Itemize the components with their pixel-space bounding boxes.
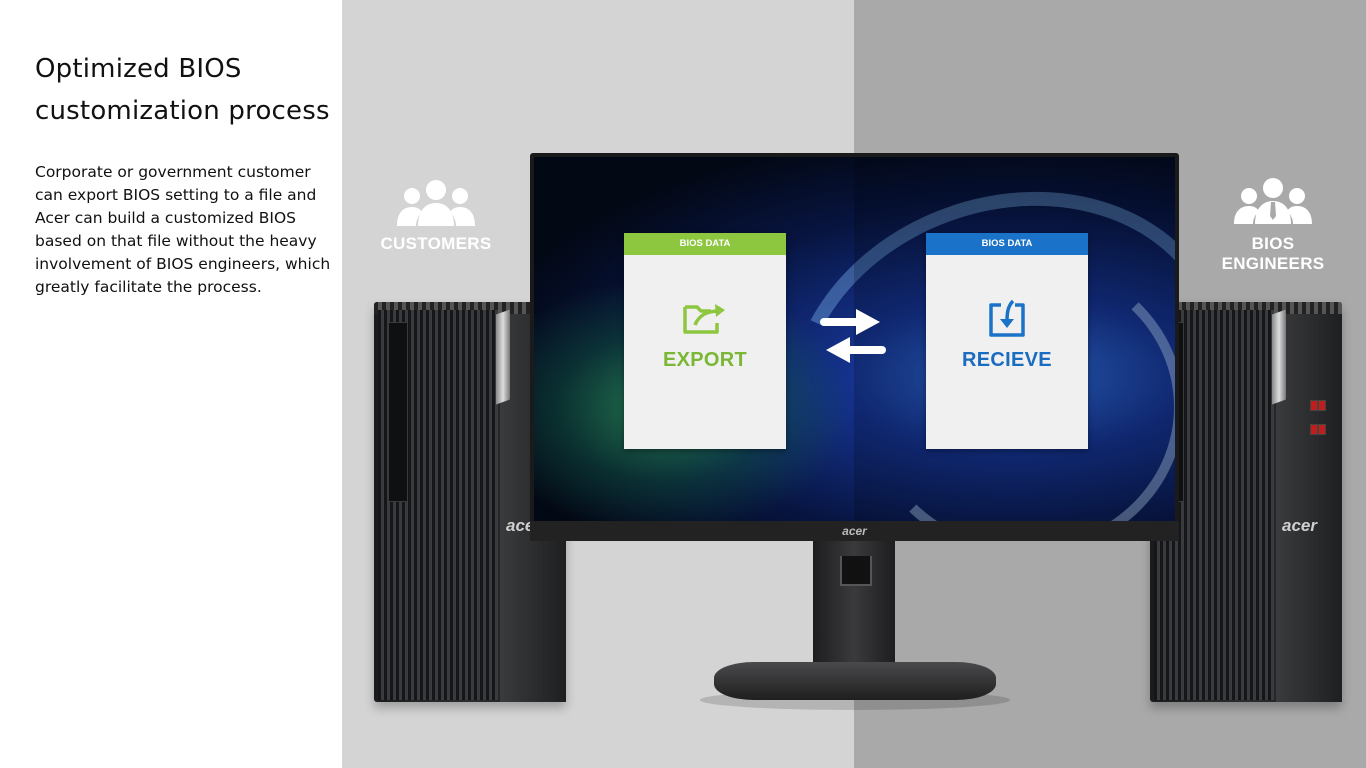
body-line-3: Acer can build a customized BIOS	[35, 209, 296, 227]
drive-bay	[388, 322, 408, 502]
tower-accent	[496, 309, 510, 405]
tower-front-panel	[1276, 314, 1342, 702]
usb-port	[1318, 424, 1326, 435]
acer-logo: acer	[1282, 516, 1317, 535]
card-header: BIOS DATA	[926, 233, 1088, 255]
customers-label: CUSTOMERS	[380, 234, 492, 253]
exchange-arrows-icon	[820, 309, 886, 363]
usb-port	[1318, 400, 1326, 411]
desktop-tower-right: acer	[1150, 302, 1342, 702]
title-line-1: Optimized BIOS	[35, 54, 242, 84]
text-panel: Optimized BIOS customization process Cor…	[0, 0, 342, 768]
export-label: EXPORT	[662, 349, 748, 371]
slide-title: Optimized BIOS customization process	[35, 48, 335, 132]
recieve-label: RECIEVE	[962, 349, 1052, 371]
usb-port	[1310, 400, 1318, 411]
import-box-icon	[926, 299, 1088, 344]
folder-export-icon	[624, 299, 786, 342]
group-professionals-icon	[1234, 178, 1312, 224]
body-line-5: involvement of BIOS engineers, which	[35, 255, 331, 273]
body-line-4: based on that file without the heavy	[35, 232, 317, 250]
engineers-role: BIOS ENGINEERS	[1198, 176, 1348, 274]
export-card: BIOS DATA EXPORT	[624, 233, 786, 449]
customers-role: CUSTOMERS	[378, 176, 494, 254]
monitor-stand-slot	[840, 556, 872, 586]
card-header: BIOS DATA	[624, 233, 786, 255]
recieve-card: BIOS DATA RECIEVE	[926, 233, 1088, 449]
wallpaper-swirl	[864, 257, 1175, 521]
acer-logo: acer	[842, 524, 867, 538]
body-line-6: greatly facilitate the process.	[35, 278, 262, 296]
title-line-2: customization process	[35, 96, 330, 126]
tower-accent	[1272, 309, 1286, 405]
monitor-base	[714, 662, 996, 700]
monitor-bezel	[530, 521, 1179, 541]
body-line-2: can export BIOS setting to a file and	[35, 186, 317, 204]
group-people-icon	[397, 180, 475, 226]
engineers-label: BIOS ENGINEERS	[1221, 234, 1325, 273]
body-line-1: Corporate or government customer	[35, 163, 311, 181]
slide-description: Corporate or government customer can exp…	[35, 161, 335, 299]
usb-port	[1310, 424, 1318, 435]
